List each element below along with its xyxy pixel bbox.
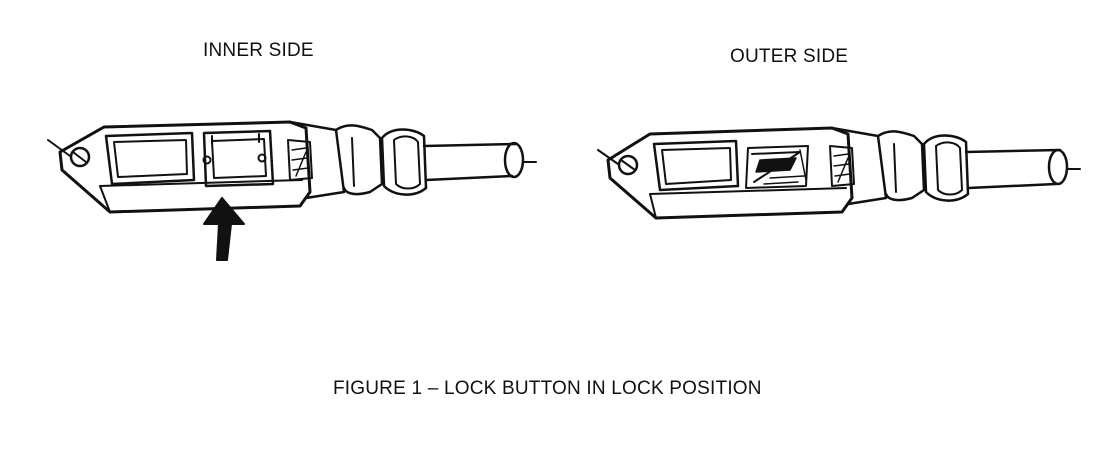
lock-button-inner: [204, 131, 274, 186]
screw-hole-icon: [619, 156, 637, 174]
outer-side-connector: [598, 128, 1080, 218]
lock-slider-outer: [746, 146, 808, 188]
outer-side-title: OUTER SIDE: [730, 46, 849, 67]
inner-side-title: INNER SIDE: [203, 40, 314, 61]
mount-hole-icon: [71, 148, 89, 166]
inner-side-connector: [48, 122, 536, 260]
arrow-up-icon: [204, 198, 244, 260]
figure-caption: FIGURE 1 – LOCK BUTTON IN LOCK POSITION: [333, 378, 762, 399]
